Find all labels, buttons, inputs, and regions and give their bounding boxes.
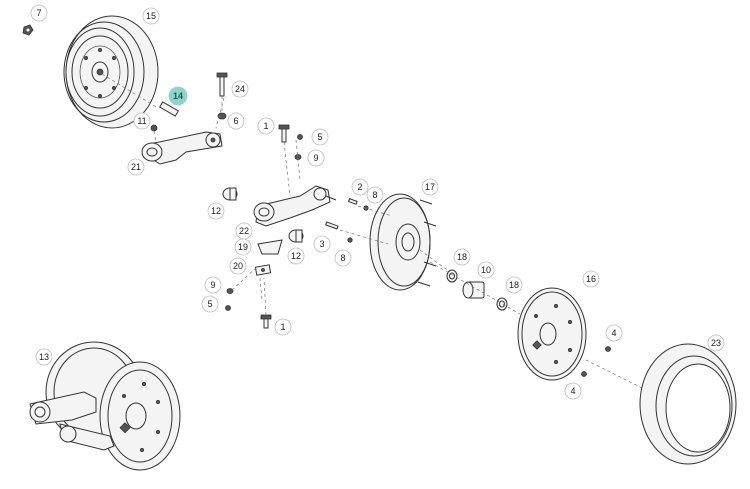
callout-24: 24 (231, 80, 249, 98)
bushing-part-12-right (288, 229, 304, 243)
callout-18-left: 18 (453, 248, 471, 266)
svg-text:18: 18 (509, 280, 519, 290)
svg-text:1: 1 (280, 322, 285, 332)
bolt-part-1-lower (260, 277, 272, 329)
svg-text:8: 8 (372, 190, 377, 200)
callout-21: 21 (127, 158, 145, 176)
callout-16: 16 (582, 270, 600, 288)
callout-7: 7 (30, 4, 48, 22)
svg-text:13: 13 (39, 352, 49, 362)
callout-8-lower: 8 (334, 249, 352, 267)
scraper-part-19 (257, 239, 283, 255)
svg-text:6: 6 (233, 116, 238, 126)
svg-text:12: 12 (211, 206, 221, 216)
svg-text:17: 17 (425, 182, 435, 192)
washer-part-6 (217, 112, 227, 120)
nut-part-5-lower (225, 305, 231, 311)
pivot-arm-part-22 (253, 185, 337, 227)
callout-20: 20 (229, 257, 247, 275)
plate-part-20 (254, 264, 272, 276)
svg-text:15: 15 (146, 11, 156, 21)
svg-text:2: 2 (357, 182, 362, 192)
svg-text:22: 22 (239, 226, 249, 236)
callout-13: 13 (35, 348, 53, 366)
callout-2: 2 (351, 178, 369, 196)
svg-text:21: 21 (131, 162, 141, 172)
callout-12-right: 12 (287, 247, 305, 265)
svg-text:19: 19 (238, 242, 248, 252)
washer-part-9-lower (226, 288, 234, 294)
svg-text:16: 16 (586, 274, 596, 284)
callout-22: 22 (235, 222, 253, 240)
svg-text:8: 8 (340, 253, 345, 263)
seal-part-18-left (446, 269, 458, 283)
svg-text:14: 14 (173, 91, 183, 101)
callout-9-upper: 9 (307, 149, 325, 167)
svg-text:18: 18 (457, 252, 467, 262)
callout-17: 17 (421, 178, 439, 196)
callout-4-upper: 4 (605, 324, 623, 342)
bushing-part-12-left (222, 187, 238, 201)
svg-text:23: 23 (711, 338, 721, 348)
callout-11: 11 (133, 112, 151, 130)
wheel-arm-part-21 (141, 131, 223, 165)
callout-14[interactable]: 14 (168, 86, 188, 106)
nut-part-11 (150, 124, 158, 143)
svg-text:20: 20 (233, 261, 243, 271)
nut-part-8-lower (347, 237, 353, 243)
svg-text:12: 12 (291, 251, 301, 261)
svg-text:4: 4 (611, 328, 616, 338)
bolt-part-2 (347, 198, 358, 205)
hub-part-17 (369, 193, 437, 291)
nut-part-5-upper (297, 134, 303, 140)
callout-15: 15 (142, 7, 160, 25)
gauge-wheel-part-15 (63, 15, 159, 129)
svg-text:9: 9 (313, 153, 318, 163)
svg-text:1: 1 (263, 121, 268, 131)
bearing-part-10 (462, 281, 485, 299)
nut-part-4-lower (581, 371, 587, 377)
svg-text:7: 7 (36, 8, 41, 18)
callout-6: 6 (227, 112, 245, 130)
nut-part-4-upper (605, 346, 611, 352)
tire-part-23 (639, 343, 737, 465)
callout-8-upper: 8 (366, 186, 384, 204)
disc-rim-part-16 (517, 287, 587, 381)
leader-lines (215, 97, 451, 301)
callout-5-upper: 5 (311, 128, 329, 146)
callout-4-lower: 4 (564, 382, 582, 400)
bolt-part-24 (216, 72, 228, 114)
svg-text:11: 11 (137, 116, 146, 126)
nut-part-7 (22, 24, 34, 36)
callout-1-upper: 1 (257, 117, 275, 135)
callout-9-lower: 9 (204, 276, 222, 294)
svg-text:10: 10 (481, 265, 491, 275)
callout-5-lower: 5 (201, 295, 219, 313)
svg-text:3: 3 (319, 239, 324, 249)
seal-part-18-right (496, 297, 508, 311)
svg-text:24: 24 (235, 84, 245, 94)
svg-text:4: 4 (570, 386, 575, 396)
svg-text:5: 5 (207, 299, 212, 309)
callout-10: 10 (477, 261, 495, 279)
callout-18-right: 18 (505, 276, 523, 294)
svg-text:5: 5 (317, 132, 322, 142)
callout-19: 19 (234, 238, 252, 256)
svg-text:9: 9 (210, 280, 215, 290)
axle-bolt-part-14 (101, 73, 179, 117)
assembled-gauge-wheel-part-13 (29, 341, 181, 471)
callout-12-left: 12 (207, 202, 225, 220)
callout-1-lower: 1 (274, 318, 292, 336)
bolt-part-3 (325, 221, 339, 230)
bolt-part-1-upper (278, 124, 291, 197)
callout-23: 23 (707, 334, 725, 352)
callout-3: 3 (313, 235, 331, 253)
